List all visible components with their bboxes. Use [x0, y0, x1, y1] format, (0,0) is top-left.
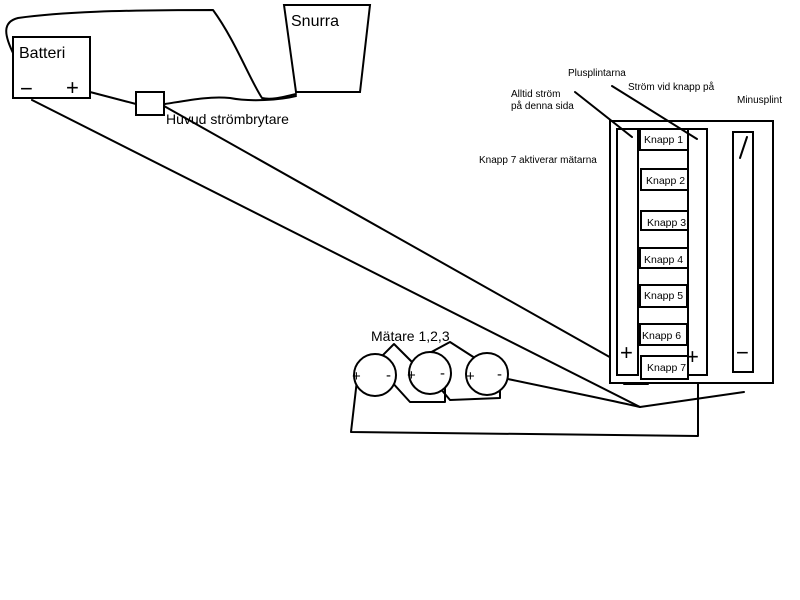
- meter-1-plus: +: [352, 368, 361, 385]
- button-2-label: Knapp 2: [646, 175, 685, 187]
- meter-1-body: [353, 353, 397, 397]
- meter-3-plus: +: [466, 368, 475, 385]
- spinner: Snurra: [282, 4, 372, 93]
- plus-terminals-label: Plusplintarna: [568, 68, 626, 79]
- meter-2: + -: [407, 351, 452, 395]
- plus-terminals-pointer: [611, 85, 698, 140]
- panel-right-plus-symbol: +: [686, 344, 699, 369]
- battery-plus-terminal: +: [66, 75, 79, 100]
- button-3: Knapp 3: [640, 210, 689, 231]
- meter-1-minus: -: [386, 367, 391, 384]
- button-7-label: Knapp 7: [647, 362, 686, 374]
- spinner-label: Snurra: [291, 13, 339, 30]
- meter-3: + -: [465, 352, 509, 396]
- meter-1: + -: [352, 353, 397, 397]
- main-switch-box: [135, 91, 165, 116]
- meter-2-plus: +: [407, 367, 416, 384]
- minus-terminal-bar: [732, 131, 754, 373]
- button-4: Knapp 4: [639, 247, 689, 269]
- plus-terminal-right: [687, 128, 708, 376]
- meter-2-body: [408, 351, 452, 395]
- button-5: Knapp 5: [639, 284, 688, 308]
- meters-label: Mätare 1,2,3: [371, 328, 450, 344]
- always-power-label-line1: Alltid ström: [511, 89, 560, 100]
- battery-box: [12, 36, 91, 99]
- wire-switch-to-panel-plus: [163, 105, 623, 365]
- meter-3-body: [465, 352, 509, 396]
- battery: Batteri − +: [12, 36, 91, 101]
- button7-note: Knapp 7 aktiverar mätarna: [479, 155, 597, 166]
- wire-meter-minus-bus: [502, 377, 641, 408]
- wire-meter-plus-common: [350, 373, 699, 437]
- button-6-label: Knapp 6: [642, 330, 681, 342]
- button-stack: Knapp 1 Knapp 2 Knapp 3 Knapp 4 Knapp 5 …: [639, 128, 689, 380]
- wire-meters-to-panel-minus: [639, 391, 745, 408]
- minus-terminal-label: Minusplint: [737, 95, 782, 106]
- main-switch-label: Huvud strömbrytare: [166, 111, 289, 127]
- main-switch: Huvud strömbrytare: [135, 91, 289, 127]
- button-3-label: Knapp 3: [647, 217, 686, 229]
- plus-terminal-left: [616, 128, 639, 376]
- wire-battery-top-loop: [5, 9, 297, 100]
- button-7: Knapp 7: [640, 355, 689, 380]
- meter-3-minus: -: [497, 366, 502, 383]
- always-power-label-line2: på denna sida: [511, 100, 574, 112]
- terminal-panel: + + − Knapp 1 Knapp 2 Knapp 3 Knapp 4: [609, 120, 774, 385]
- battery-label: Batteri: [19, 45, 65, 62]
- wire-battery-minus-to-meters: [31, 99, 641, 408]
- meter-2-minus: -: [440, 365, 445, 382]
- button-5-label: Knapp 5: [644, 290, 683, 302]
- button-4-label: Knapp 4: [644, 254, 683, 266]
- panel-left-plus-symbol: +: [620, 340, 633, 365]
- power-on-button-label: Ström vid knapp på: [628, 81, 715, 93]
- minus-terminal-pointer: [739, 136, 748, 159]
- meters-group: Mätare 1,2,3 + - + - + -: [352, 328, 509, 397]
- panel-minus-symbol: −: [736, 340, 749, 365]
- button-2: Knapp 2: [640, 168, 689, 191]
- battery-minus-terminal: −: [20, 76, 33, 101]
- button-1: Knapp 1: [639, 128, 689, 151]
- button-6: Knapp 6: [639, 323, 688, 346]
- spinner-shape: [282, 4, 372, 93]
- always-power-pointer: [574, 91, 633, 138]
- wire-spinner-to-switch: [164, 95, 297, 105]
- wire-battery-to-switch: [89, 91, 137, 105]
- annotations: Plusplintarna Ström vid knapp på Alltid …: [479, 68, 782, 166]
- button-1-label: Knapp 1: [644, 134, 683, 146]
